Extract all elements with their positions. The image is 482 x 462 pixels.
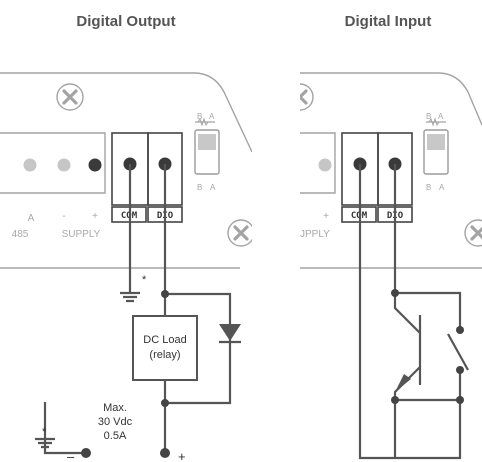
output-device-housing [0,72,252,269]
switch-label-b: B [426,112,431,121]
wire-junction [391,289,399,297]
wire-junction [391,396,399,404]
switch-label-b: B [426,183,431,192]
switch-contact [456,366,464,374]
input-device-housing [300,72,482,269]
wire-junction [161,399,169,407]
switch-label-a: A [210,183,216,192]
output-wiring [35,164,232,455]
switch-contact [456,326,464,334]
current-label: 0.5A [104,430,127,442]
switch-label-b: B [197,183,202,192]
wire-junction [456,396,464,404]
supply-plus-label: + [323,211,329,222]
supply-label: SUPPLY [62,229,101,240]
flyback-diode-icon [219,324,241,344]
relay-label: (relay) [149,349,180,361]
max-label: Max. [103,402,127,414]
input-wiring [358,164,469,460]
transistor-emitter-arrow [395,374,411,392]
supply-minus-label: - [62,211,65,222]
switch-label-b: B [197,112,202,121]
ground-asterisk: * [142,274,147,286]
ground-asterisk: * [42,426,47,438]
switch-label-a: A [209,112,215,121]
terminal-supply-plus [88,158,102,172]
digital-input-title: Digital Input [345,13,432,30]
supply-label: JPPLY [300,229,330,240]
supply-minus-terminal [81,448,91,458]
digital-output-title: Digital Output [76,13,175,30]
terminal-supply-plus [318,158,332,172]
wire-junction [161,290,169,298]
rs485-a-label: A [28,213,35,224]
mount-screw-icon [464,219,482,247]
dip-switch [423,117,449,175]
supply-plus-terminal [160,448,170,458]
terminal-485-a [23,158,37,172]
terminal-supply-minus [57,158,71,172]
switch-label-a: A [439,183,445,192]
switch-label-a: A [438,112,444,121]
mount-screw-icon [300,83,314,111]
supply-plus-sign: + [178,449,186,462]
dc-load-box [132,315,198,381]
voltage-label: 30 Vdc [98,416,133,428]
dip-switch [194,117,220,175]
supply-minus-sign: – [67,449,75,462]
dc-load-label: DC Load [143,334,186,346]
supply-plus-label: + [92,211,98,222]
rs485-label: 485 [12,229,29,240]
